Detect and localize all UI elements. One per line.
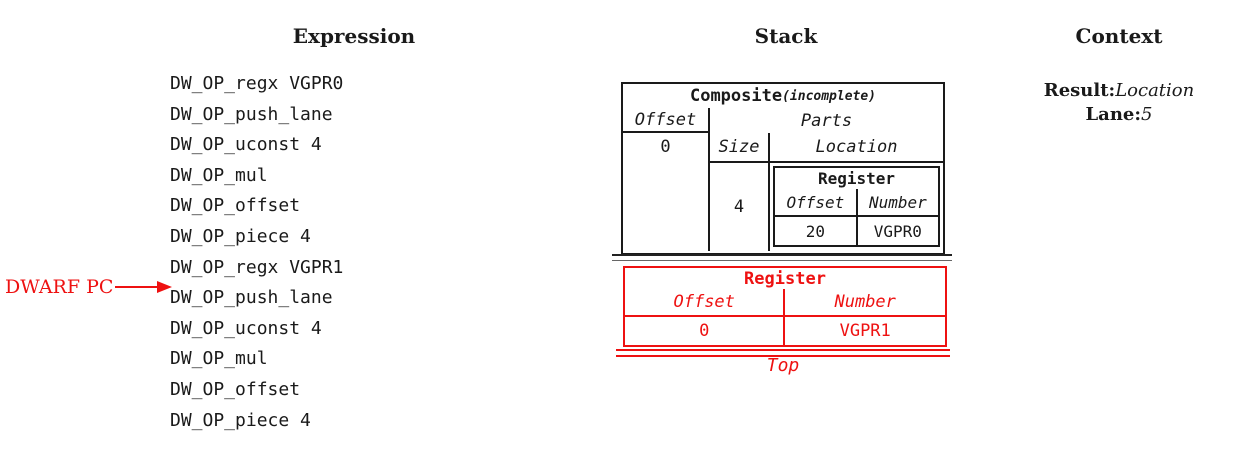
top-register-number-header: Number xyxy=(834,292,896,312)
register-offset-header: Offset xyxy=(775,189,858,215)
register-number-value: VGPR0 xyxy=(873,221,922,241)
expression-op: DW_OP_piece 4 xyxy=(170,225,311,247)
top-register-offset-value: 0 xyxy=(625,317,786,345)
expression-op: DW_OP_offset xyxy=(170,378,301,400)
top-register-title: Register xyxy=(744,268,826,289)
dwarf-pc-arrow-shaft xyxy=(115,286,158,288)
dwarf-pc-marker: DWARF PC xyxy=(5,276,173,298)
composite-location-cell: Register Offset Number 20 VGPR0 xyxy=(770,163,943,251)
register-number-header: Number xyxy=(868,192,927,212)
stack-entry-register-top: Register Offset Number 0 VGPR1 xyxy=(623,266,947,347)
expression-op: DW_OP_mul xyxy=(170,164,268,186)
top-register-number-value: VGPR1 xyxy=(839,321,891,341)
top-register-offset-header: Offset xyxy=(625,289,786,315)
composite-offset-column: Offset 0 xyxy=(623,108,710,251)
composite-parts-column: Parts Size Location 4 Register Offset Nu… xyxy=(710,108,943,251)
stack-top-label: Top xyxy=(766,355,800,376)
composite-title: Composite(incomplete) xyxy=(623,84,943,108)
expression-op: DW_OP_piece 4 xyxy=(170,409,311,431)
expression-op: DW_OP_uconst 4 xyxy=(170,134,322,156)
expression-op: DW_OP_mul xyxy=(170,348,268,370)
composite-register-table: Register Offset Number 20 VGPR0 xyxy=(773,166,940,247)
context-lane-line: Lane:5 xyxy=(1009,103,1229,126)
composite-size-header: Size xyxy=(710,133,770,161)
composite-incomplete-note: (incomplete) xyxy=(782,88,877,104)
stack-top-double-rule xyxy=(616,349,950,357)
composite-location-header: Location xyxy=(815,137,898,157)
expression-column-header: Expression xyxy=(292,24,416,48)
register-title: Register xyxy=(817,169,896,188)
expression-op: DW_OP_offset xyxy=(170,195,301,217)
expression-op: DW_OP_regx VGPR0 xyxy=(170,73,344,94)
dwarf-pc-arrow-icon xyxy=(157,281,173,293)
register-offset-value: 20 xyxy=(775,217,858,245)
stack-entry-separator xyxy=(612,254,952,261)
composite-title-text: Composite xyxy=(689,86,783,106)
context-result-line: Result:Location xyxy=(1009,79,1229,102)
composite-size-value: 4 xyxy=(710,163,770,251)
context-result-label: Result: xyxy=(1043,80,1116,101)
context-lane-value: 5 xyxy=(1141,104,1153,125)
expression-op: DW_OP_push_lane xyxy=(170,287,333,309)
composite-offset-value: 0 xyxy=(660,137,671,157)
expression-op: DW_OP_push_lane xyxy=(170,103,333,125)
expression-op: DW_OP_regx VGPR1 xyxy=(170,256,344,278)
context-lane-label: Lane: xyxy=(1085,104,1142,125)
stack-column-header: Stack xyxy=(754,24,818,48)
context-column-header: Context xyxy=(1075,24,1163,48)
context-result-value: Location xyxy=(1115,80,1195,101)
stack-entry-composite: Composite(incomplete) Offset 0 Parts Siz… xyxy=(621,82,945,255)
dwarf-pc-label: DWARF PC xyxy=(5,276,114,298)
composite-offset-header: Offset xyxy=(623,108,708,133)
expression-op: DW_OP_uconst 4 xyxy=(170,317,322,339)
composite-parts-header: Parts xyxy=(800,110,853,131)
expression-list: DW_OP_regx VGPR0 DW_OP_push_lane DW_OP_u… xyxy=(170,69,343,436)
